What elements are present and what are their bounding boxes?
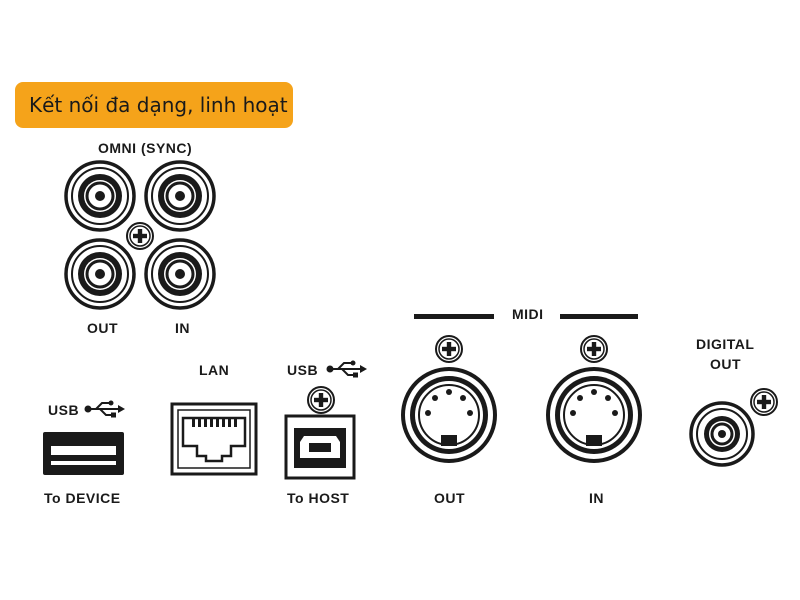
midi-title-label: MIDI (512, 306, 544, 322)
omni-screw-icon (126, 222, 154, 250)
omni-jack-top-left-icon (64, 160, 136, 232)
midi-bracket-right (560, 314, 638, 319)
usb-host-bottom-label: To HOST (287, 490, 350, 506)
usb-host-port (284, 359, 368, 480)
lan-port (170, 402, 258, 476)
omni-sync-label: OMNI (SYNC) (98, 140, 193, 156)
omni-jack-out-icon (64, 238, 136, 310)
usb-device-bottom-label: To DEVICE (44, 490, 121, 506)
midi-ports (401, 314, 642, 463)
omni-jack-in-icon (144, 238, 216, 310)
usb-device-symbol-icon (83, 399, 126, 419)
usb-host-top-label: USB (287, 362, 319, 378)
omni-jacks (64, 160, 216, 310)
digital-out-line2-label: OUT (710, 356, 742, 372)
usb-host-screw-icon (307, 386, 335, 414)
usb-host-symbol-icon (325, 359, 368, 379)
lan-label: LAN (199, 362, 230, 378)
midi-bracket-left (414, 314, 494, 319)
midi-in-din-icon (546, 367, 642, 463)
section-title-badge: Kết nối đa dạng, linh hoạt (15, 82, 293, 128)
digital-out-port (689, 388, 778, 467)
midi-out-screw-icon (435, 335, 463, 363)
midi-out-din-icon (401, 367, 497, 463)
usb-device-port (43, 399, 126, 475)
digital-out-screw-icon (750, 388, 778, 416)
midi-in-label: IN (589, 490, 604, 506)
omni-jack-top-right-icon (144, 160, 216, 232)
omni-out-label: OUT (87, 320, 119, 336)
omni-in-label: IN (175, 320, 190, 336)
usb-device-top-label: USB (48, 402, 80, 418)
digital-out-line1-label: DIGITAL (696, 336, 755, 352)
midi-in-screw-icon (580, 335, 608, 363)
midi-out-label: OUT (434, 490, 466, 506)
